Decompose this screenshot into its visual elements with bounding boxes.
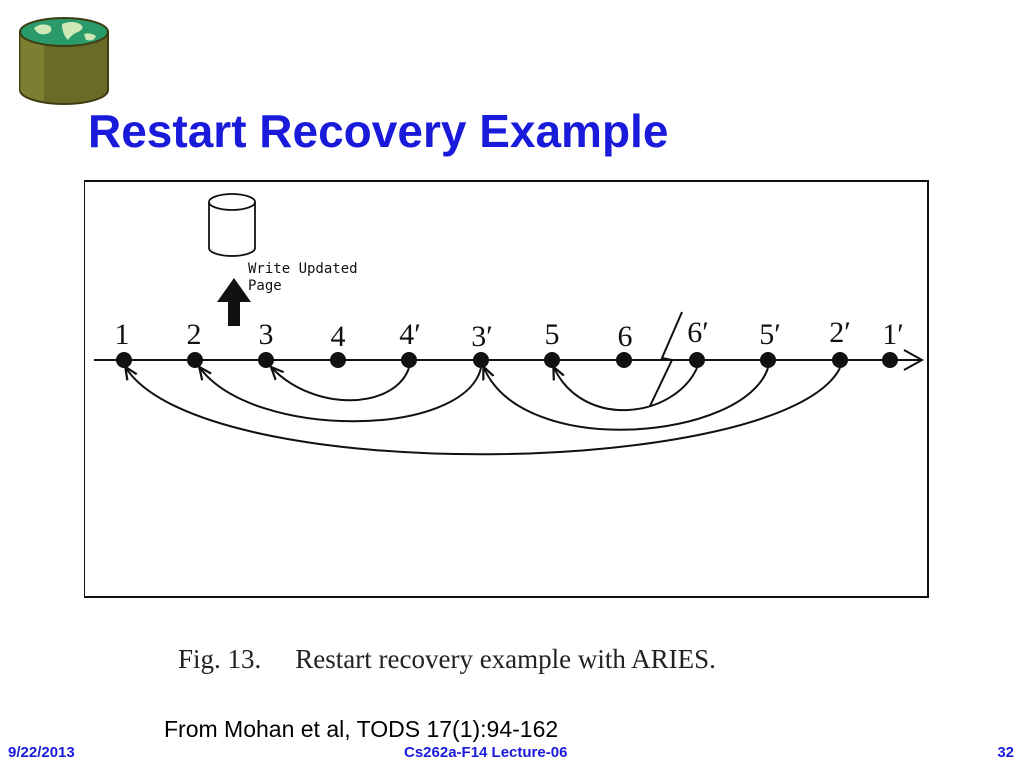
log-label-5-prime: 5′: [759, 318, 781, 351]
database-cylinder-icon: [208, 193, 256, 257]
log-label-3-prime: 3′: [471, 320, 493, 353]
log-record-dot: [882, 352, 898, 368]
caption-text: Restart recovery example with ARIES.: [295, 644, 716, 674]
log-label-2: 2: [187, 318, 202, 351]
log-record-dot: [116, 352, 132, 368]
clr-arrow-6prime-to-5: [554, 368, 698, 412]
log-label-6: 6: [618, 320, 633, 353]
log-label-5: 5: [545, 318, 560, 351]
log-record-dot: [832, 352, 848, 368]
log-label-4-prime: 4′: [399, 318, 421, 351]
log-axis-arrowhead: [903, 349, 925, 371]
annotation-page: Page: [248, 278, 282, 294]
footer-course: Cs262a-F14 Lecture-06: [404, 744, 568, 761]
footer-page-number: 32: [997, 744, 1014, 761]
clr-arrow-3prime-to-2: [200, 368, 482, 423]
figure-caption: Fig. 13. Restart recovery example with AR…: [178, 644, 716, 675]
caption-label: Fig. 13.: [178, 644, 262, 674]
log-label-6-prime: 6′: [687, 316, 709, 349]
log-record-dot: [616, 352, 632, 368]
slide-title: Restart Recovery Example: [88, 105, 669, 157]
clr-arrow-5prime-to-3prime: [484, 368, 769, 431]
globe-disk-logo: [19, 17, 109, 105]
log-record-dot: [401, 352, 417, 368]
log-record-dot: [187, 352, 203, 368]
log-record-dot: [330, 352, 346, 368]
clr-arrow-4prime-to-3: [272, 368, 410, 402]
log-label-3: 3: [259, 318, 274, 351]
annotation-write-updated: Write Updated: [248, 261, 358, 277]
log-label-4: 4: [331, 320, 346, 353]
footer-date: 9/22/2013: [8, 744, 75, 761]
source-credit: From Mohan et al, TODS 17(1):94-162: [164, 716, 559, 742]
crash-bolt-icon: [649, 311, 683, 407]
log-record-dot: [473, 352, 489, 368]
clr-arrow-2prime-to-1: [126, 368, 841, 456]
aries-recovery-figure: Write Updated Page 1 2 3 4 4′ 3′ 5 6 6′ …: [84, 180, 929, 598]
log-label-1-prime: 1′: [882, 318, 904, 351]
log-record-dot: [689, 352, 705, 368]
up-arrow-icon: [217, 278, 251, 326]
log-label-2-prime: 2′: [829, 316, 851, 349]
log-record-dot: [544, 352, 560, 368]
log-record-dot: [258, 352, 274, 368]
log-label-1: 1: [115, 318, 130, 351]
log-record-dot: [760, 352, 776, 368]
